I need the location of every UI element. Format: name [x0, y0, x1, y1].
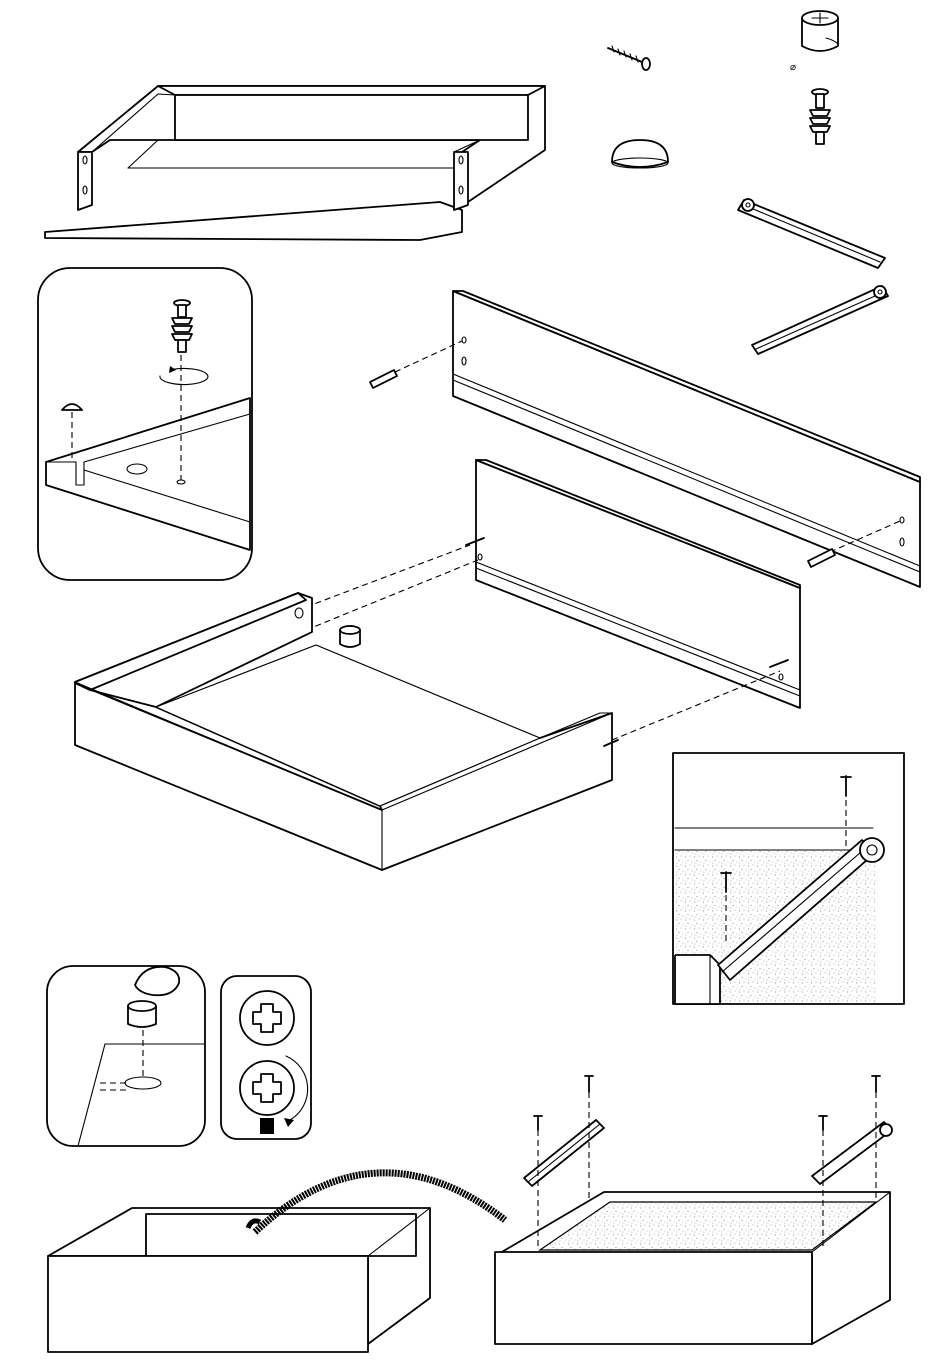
cam-turn-icons [221, 976, 311, 1139]
pad-icon [612, 140, 668, 168]
hardware-parts: ⌀ [608, 11, 888, 354]
rail-icon [738, 199, 885, 268]
screw-icon [872, 1076, 880, 1092]
detail-dowel-insert [38, 268, 252, 580]
cam-lock-icon [340, 626, 360, 647]
drawer-box-open [45, 86, 545, 240]
detail-cam-lock [47, 966, 205, 1146]
screw-icon [608, 46, 650, 70]
rail-icon [752, 286, 888, 354]
dowel-icon [808, 549, 835, 567]
dowel-icon [810, 89, 830, 144]
screw-icon [585, 1076, 593, 1092]
screw-icon [534, 1116, 542, 1130]
rail-icon [524, 1120, 604, 1186]
screw-icon [841, 776, 851, 796]
dowel-icon [370, 370, 397, 388]
detail-rail-screws [673, 753, 904, 1004]
final-drawer-assembly [48, 1076, 892, 1352]
svg-text:⌀: ⌀ [790, 62, 796, 73]
screw-icon [819, 1116, 827, 1130]
cam-lock-icon: ⌀ [790, 11, 838, 73]
rail-icon [812, 1122, 892, 1184]
